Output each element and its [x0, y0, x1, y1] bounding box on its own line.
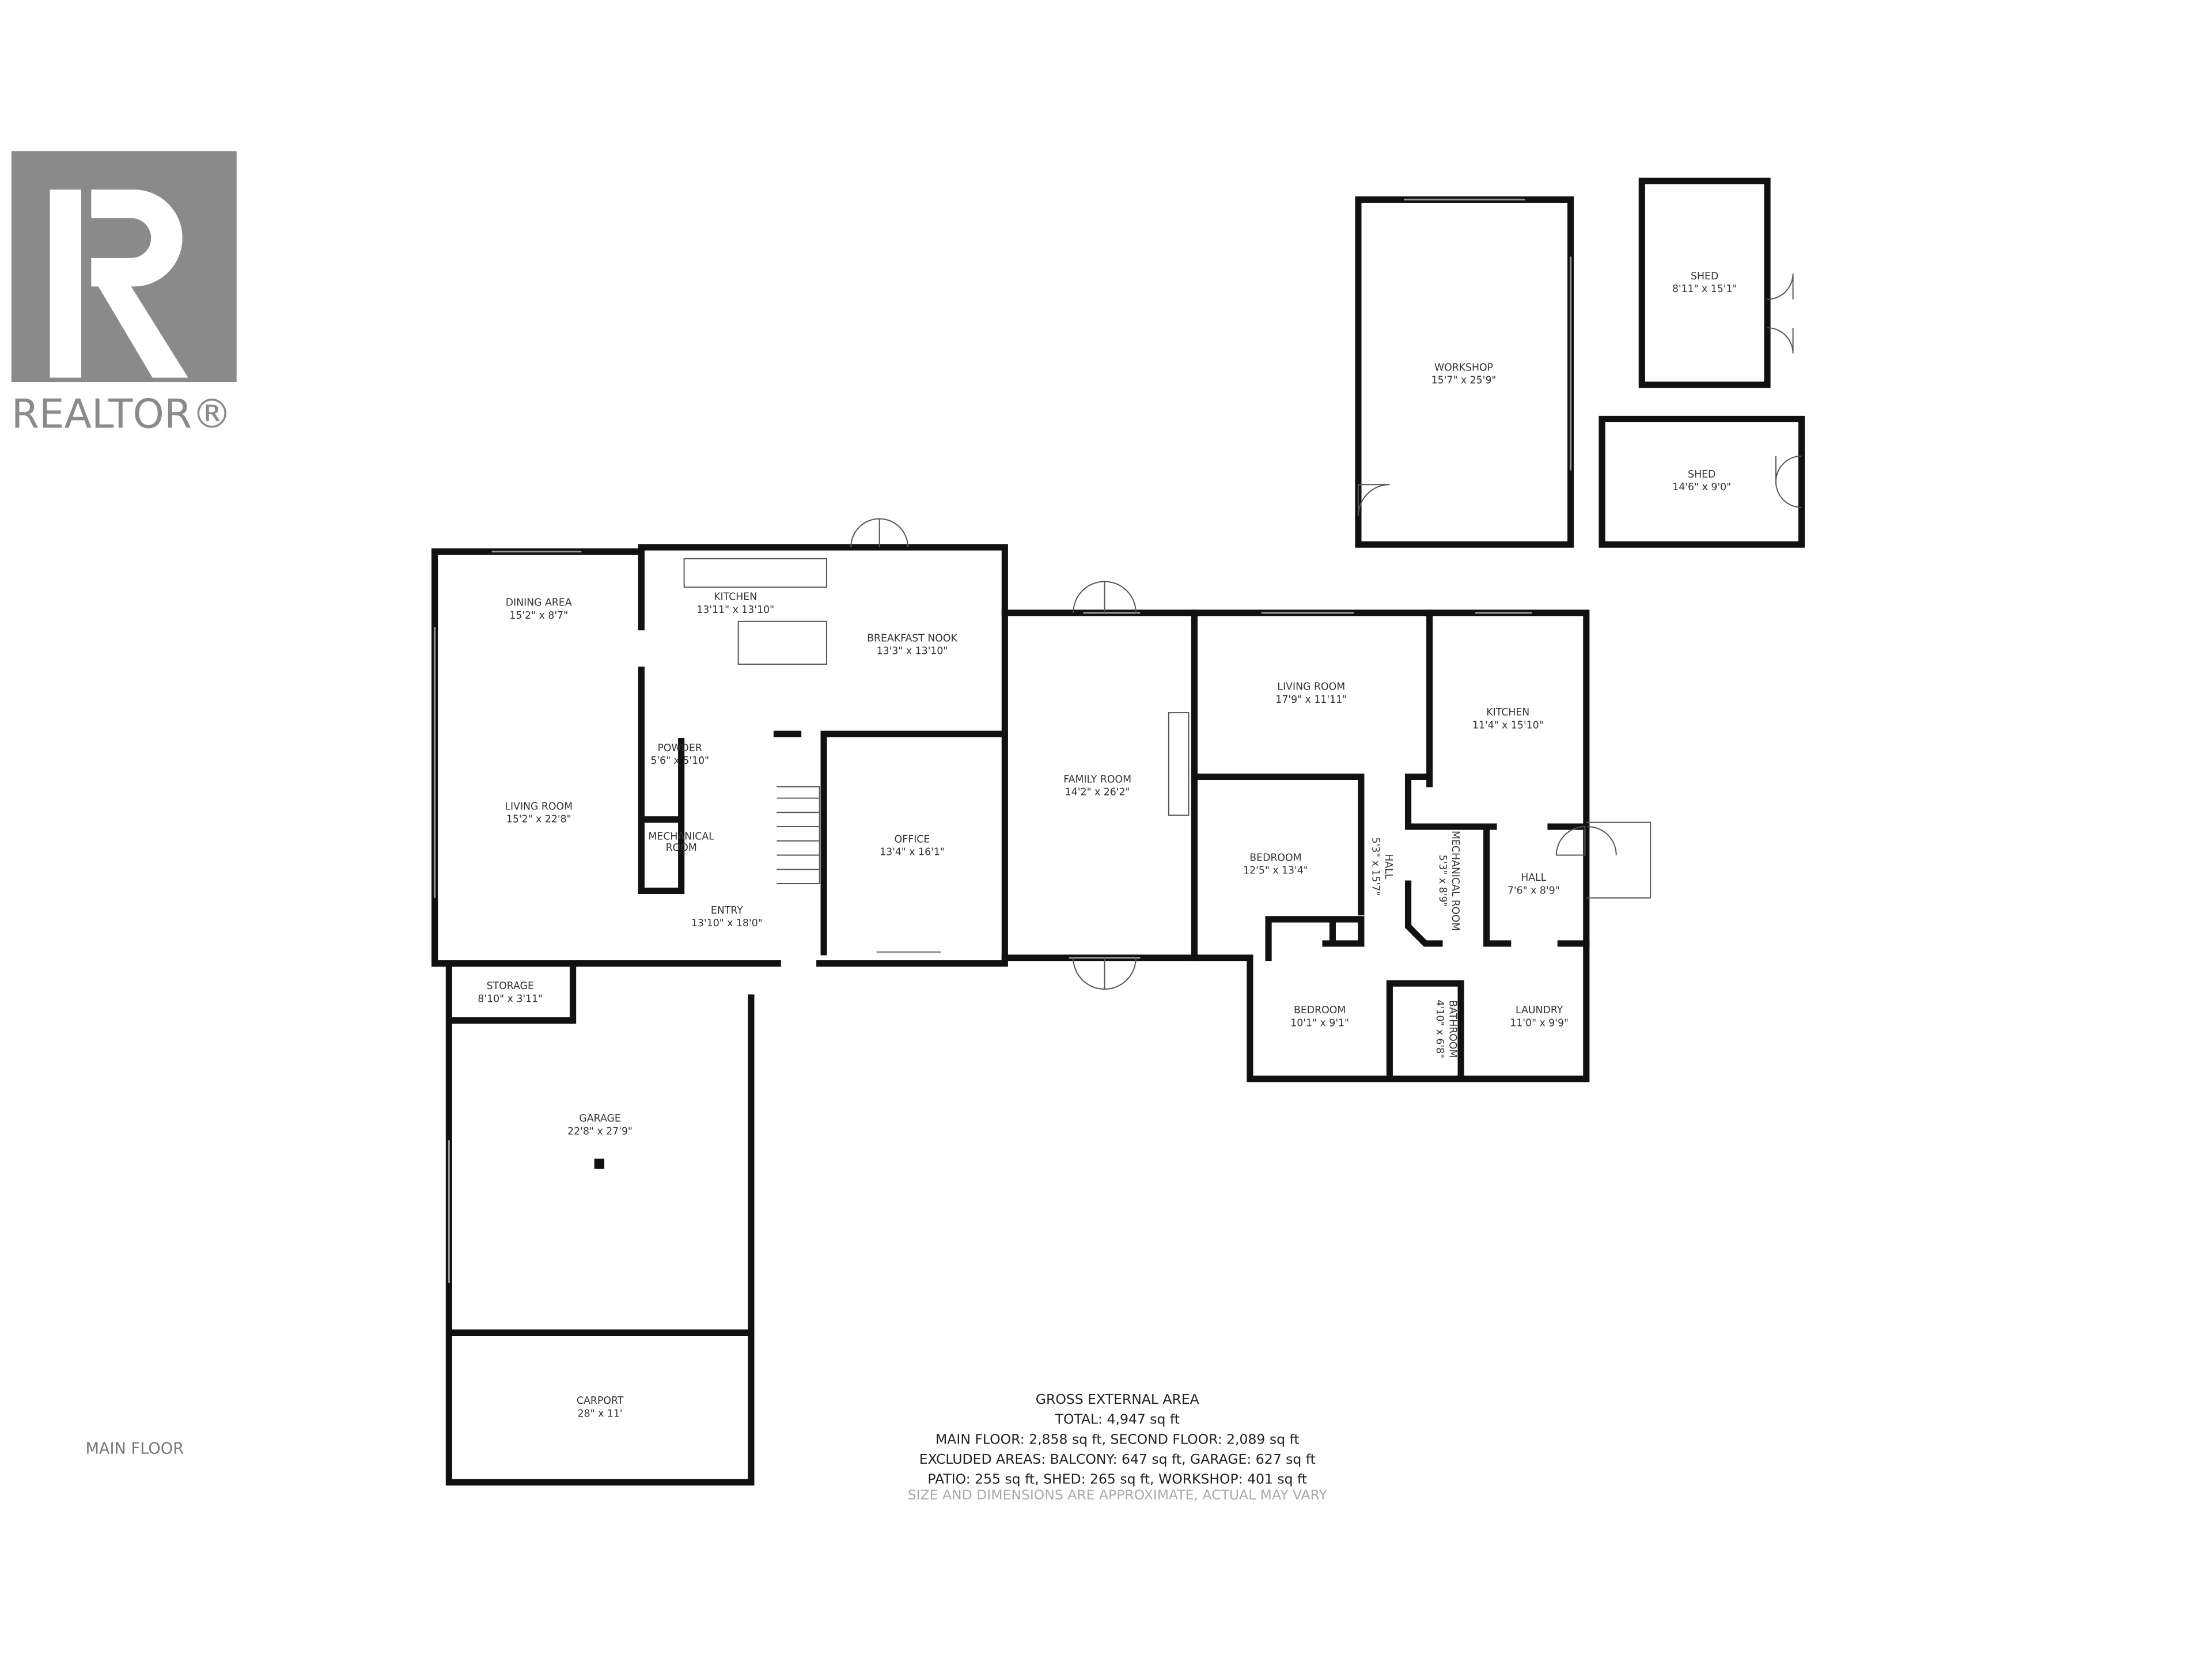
openings [434, 198, 1802, 1283]
room-dims: 14'2" x 26'2" [1065, 787, 1130, 798]
room-name: GARAGE [579, 1113, 620, 1124]
room-name: BEDROOM [1294, 1005, 1346, 1016]
room-name: SHED [1688, 469, 1715, 480]
room-name: HALL [1521, 872, 1546, 884]
room-dims: 13'10" x 18'0" [691, 918, 763, 929]
walls [431, 177, 1805, 1486]
room-dims: 15'7" x 25'9" [1431, 375, 1497, 387]
room-dims: 7'6" x 8'9" [1508, 885, 1560, 896]
summary-total: TOTAL: 4,947 sq ft [1055, 1411, 1180, 1427]
summary-disclaimer: SIZE AND DIMENSIONS ARE APPROXIMATE, ACT… [908, 1487, 1328, 1503]
room-name: KITCHEN [1486, 707, 1529, 718]
room-dims: 8'11" x 15'1" [1672, 283, 1737, 295]
room-dims: 11'0" x 9'9" [1510, 1017, 1569, 1029]
room-dims: 10'1" x 9'1" [1290, 1017, 1349, 1029]
room-name: LAUNDRY [1516, 1005, 1563, 1016]
room-name: SHED [1691, 271, 1718, 282]
room-name: HALL [1382, 854, 1394, 879]
room-dims: 13'4" x 16'1" [880, 847, 945, 858]
summary-excluded: EXCLUDED AREAS: BALCONY: 647 sq ft, GARA… [919, 1451, 1316, 1467]
room-name: FAMILY ROOM [1063, 774, 1131, 785]
room-dims: 12'5" x 13'4" [1243, 865, 1308, 877]
room-dims: 5'3" x 15'7" [1370, 837, 1381, 896]
room-dims: ROOM [666, 842, 697, 854]
room-name: BATHROOM [1446, 1000, 1458, 1058]
room-name: BEDROOM [1249, 852, 1301, 863]
room-name: ENTRY [711, 905, 743, 916]
room-name: MECHANICAL [649, 831, 715, 842]
room-name: WORKSHOP [1434, 362, 1493, 373]
summary-title: GROSS EXTERNAL AREA [1036, 1391, 1199, 1407]
room-name: POWDER [657, 743, 702, 754]
room-name: BREAKFAST NOOK [867, 632, 957, 644]
room-dims: 17'9" x 11'11" [1275, 694, 1347, 706]
room-dims: 5'6" x 5'10" [650, 755, 709, 767]
room-name: STORAGE [487, 980, 534, 992]
room-dims: 4'10" x 6'8" [1434, 1000, 1445, 1059]
room-name: DINING AREA [506, 597, 572, 609]
room-name: LIVING ROOM [1277, 681, 1345, 693]
room-name: CARPORT [577, 1395, 624, 1407]
room-dims: 5'3" x 8'9" [1437, 855, 1448, 907]
room-dims: 13'3" x 13'10" [877, 646, 948, 657]
room-labels: DINING AREA 15'2" x 8'7" KITCHEN 13'11" … [478, 271, 1737, 1419]
room-name: LIVING ROOM [505, 801, 573, 812]
realtor-logo: REALTOR® [11, 151, 237, 437]
room-dims: 15'2" x 8'7" [509, 610, 568, 622]
room-dims: 11'4" x 15'10" [1472, 719, 1544, 731]
floor-label: MAIN FLOOR [85, 1440, 184, 1458]
room-dims: 13'11" x 13'10" [696, 604, 774, 616]
area-summary: GROSS EXTERNAL AREA TOTAL: 4,947 sq ft M… [908, 1391, 1328, 1503]
room-dims: 14'6" x 9'0" [1672, 482, 1731, 493]
room-dims: 28" x 11' [578, 1408, 623, 1419]
logo-text: REALTOR® [12, 391, 232, 437]
room-name: KITCHEN [714, 592, 757, 603]
room-name: OFFICE [895, 834, 930, 845]
room-dims: 22'8" x 27'9" [567, 1126, 632, 1137]
room-dims: 15'2" x 22'8" [506, 814, 571, 825]
room-name: MECHANICAL ROOM [1449, 831, 1461, 931]
summary-floors: MAIN FLOOR: 2,858 sq ft, SECOND FLOOR: 2… [935, 1431, 1300, 1447]
summary-other: PATIO: 255 sq ft, SHED: 265 sq ft, WORKS… [927, 1471, 1307, 1487]
room-dims: 8'10" x 3'11" [478, 993, 543, 1005]
